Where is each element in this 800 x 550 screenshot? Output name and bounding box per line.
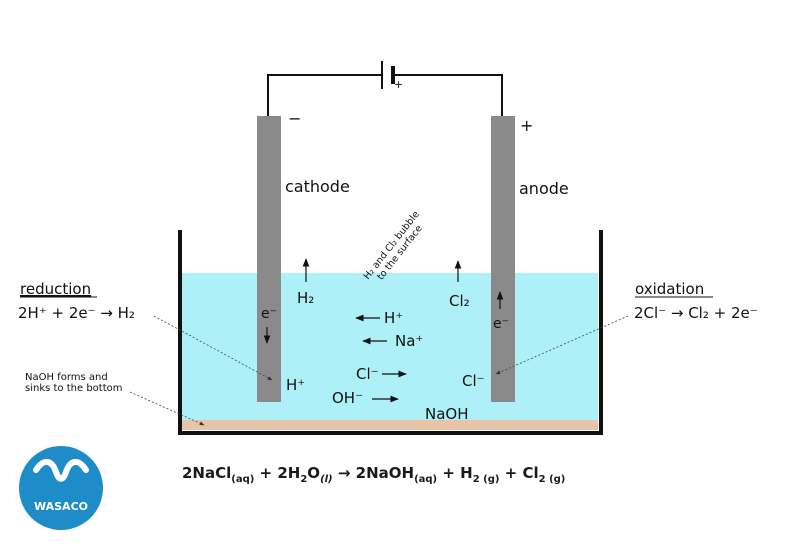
anode-label: anode bbox=[519, 179, 569, 198]
cl2-gas-label: Cl₂ bbox=[449, 292, 470, 310]
electrolysis-container bbox=[178, 230, 603, 435]
anode-sign: + bbox=[520, 116, 533, 135]
wasaco-logo: WASACO bbox=[19, 446, 103, 530]
overall-equation: 2NaCl(aq) + 2H2O(l) → 2NaOH(aq) + H2 (g)… bbox=[182, 464, 565, 485]
logo-badge bbox=[19, 446, 103, 530]
reduction-title: reduction bbox=[20, 280, 91, 298]
oh-minus-ion-label: OH⁻ bbox=[332, 389, 363, 407]
wave-icon bbox=[33, 459, 89, 482]
oxidation-title: oxidation bbox=[635, 280, 704, 298]
logo-text: WASACO bbox=[34, 500, 88, 513]
anode-electron-label: e⁻ bbox=[493, 316, 509, 332]
cl-minus-ion-label: Cl⁻ bbox=[356, 365, 379, 383]
oxidation-equation: 2Cl⁻ → Cl₂ + 2e⁻ bbox=[634, 304, 758, 322]
h-plus-ion-label: H⁺ bbox=[384, 309, 403, 327]
circuit-wire bbox=[267, 74, 503, 116]
naoh-sediment-layer bbox=[182, 420, 598, 430]
h-plus-cathode-label: H⁺ bbox=[286, 376, 305, 394]
anode-electrode bbox=[491, 116, 515, 402]
na-plus-ion-label: Na⁺ bbox=[395, 332, 423, 350]
cathode-electrode bbox=[257, 116, 281, 402]
salt-solution bbox=[182, 273, 598, 420]
cathode-sign: − bbox=[288, 109, 301, 128]
cathode-label: cathode bbox=[285, 177, 350, 196]
naoh-pointer bbox=[129, 391, 205, 426]
naoh-note-line1: NaOH forms and bbox=[25, 372, 108, 383]
cl-minus-anode-label: Cl⁻ bbox=[462, 372, 485, 390]
oxidation-pointer bbox=[495, 315, 629, 375]
battery-plus-sign: + bbox=[394, 78, 403, 91]
reduction-equation: 2H⁺ + 2e⁻ → H₂ bbox=[18, 304, 135, 322]
naoh-label: NaOH bbox=[425, 405, 469, 423]
naoh-note-line2: sinks to the bottom bbox=[25, 383, 122, 394]
cathode-electron-label: e⁻ bbox=[261, 306, 277, 322]
h2-gas-label: H₂ bbox=[297, 289, 314, 307]
